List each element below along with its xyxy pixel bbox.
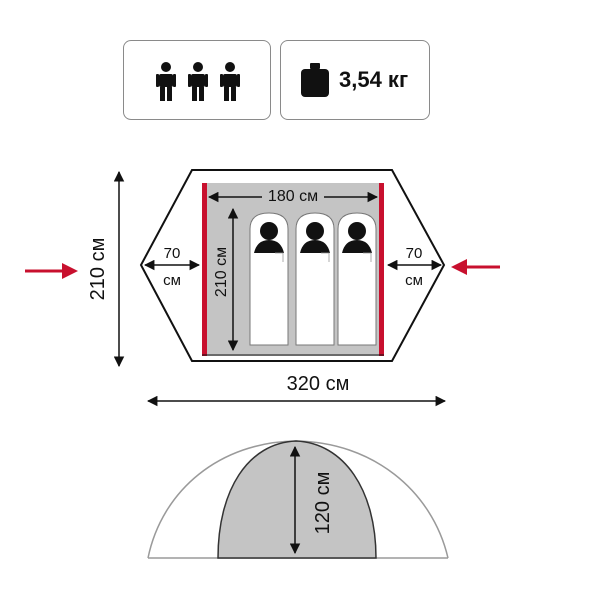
inner-length-label: 210 см [213,247,230,297]
vestibule-right-value: 70 [406,245,423,262]
inner-width-label-bg [262,186,324,204]
inner-tent-wall-left [202,183,207,356]
three-people-icon [156,62,240,101]
height-label: 120 см [312,472,334,535]
vestibule-left-unit: см [163,272,181,289]
total-width-label: 320 см [287,373,350,395]
weight-icon [301,63,329,97]
inner-width-label: 180 см [268,188,318,205]
capacity-badge [123,40,271,120]
vestibule-right-unit: см [405,272,423,289]
vestibule-left-value: 70 [164,245,181,262]
sleeping-bag [295,212,335,346]
sleeping-bag [249,212,289,346]
weight-badge: 3,54 кг [280,40,430,120]
sleeping-bag [337,212,377,346]
total-length-label: 210 см [87,238,109,301]
inner-tent-wall-right [379,183,384,356]
entrance-arrow-icon [25,263,78,279]
entrance-arrow-icon [451,259,500,275]
weight-value: 3,54 кг [339,67,409,92]
